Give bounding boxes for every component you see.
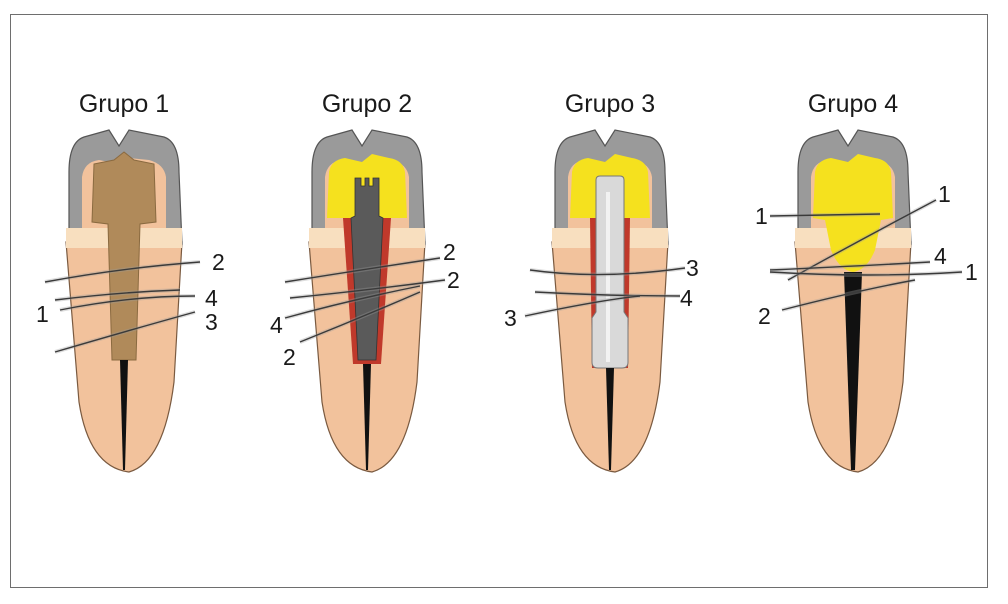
cast-post-core (91, 151, 157, 361)
label-g2-b: 2 (447, 267, 460, 293)
group-4: Grupo 4 (794, 90, 912, 473)
label-g3-b: 4 (680, 285, 693, 311)
label-g4-c: 4 (934, 243, 947, 269)
fracture-lines-group-2 (284, 256, 446, 344)
canal (363, 364, 371, 470)
group-2-title: Grupo 2 (322, 90, 412, 118)
label-g4-b: 1 (938, 181, 951, 207)
label-g4-a: 1 (755, 203, 768, 229)
group-3-title: Grupo 3 (565, 90, 655, 118)
group-2: Grupo 2 (308, 90, 426, 473)
fracture-lines-group-1 (44, 260, 201, 354)
root-canal (120, 360, 128, 470)
label-g2-d: 2 (283, 344, 296, 370)
label-g2-c: 4 (270, 312, 283, 338)
label-g1-a: 2 (212, 249, 225, 275)
label-g4-e: 2 (758, 303, 771, 329)
label-g1-b: 1 (36, 301, 49, 327)
metal-post-highlight (606, 192, 610, 362)
label-g3-c: 3 (504, 305, 517, 331)
canal (606, 368, 614, 470)
group-1: Grupo 1 (65, 90, 183, 473)
group-4-title: Grupo 4 (808, 90, 898, 118)
canal (844, 272, 862, 470)
group-3: Grupo 3 (551, 90, 669, 473)
label-g4-d: 1 (965, 259, 978, 285)
label-g3-a: 3 (686, 255, 699, 281)
composite-filling (813, 154, 893, 272)
fracture-lines-group-4 (769, 198, 963, 312)
label-g2-a: 2 (443, 239, 456, 265)
label-g1-d: 3 (205, 309, 218, 335)
label-g1-c: 4 (205, 285, 218, 311)
group-1-title: Grupo 1 (79, 90, 169, 118)
fracture-lines-group-3 (524, 266, 686, 318)
